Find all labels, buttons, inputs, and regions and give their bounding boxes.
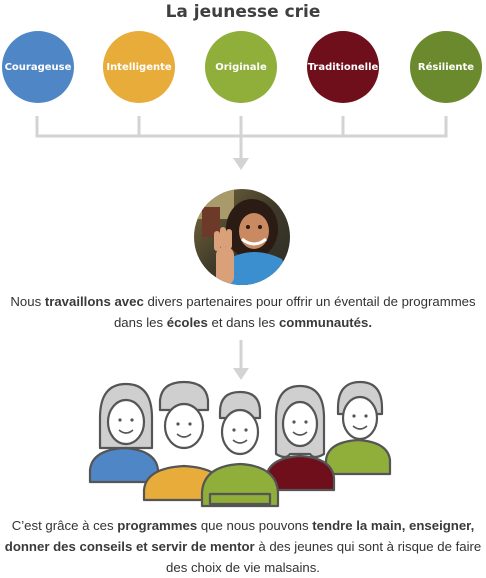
connector-bracket (35, 116, 448, 170)
para1-text: et dans les (207, 315, 279, 330)
para1-bold: communautés. (278, 315, 373, 330)
programs-paragraph: C’est grâce à ces programmes que nous po… (0, 515, 486, 578)
group-of-people-icon (88, 380, 392, 508)
para2-bold: tendre la main, enseigner, donner des co… (4, 518, 475, 554)
partners-paragraph: Nous travaillons avec divers partenaires… (0, 291, 486, 333)
trait-label: Originale (215, 61, 267, 73)
para1-text: divers partenaires pour offrir un éventa… (113, 294, 476, 330)
photo-girl-waving (194, 189, 290, 285)
para1-bold: écoles (166, 315, 208, 330)
trait-label: Courageuse (4, 61, 72, 73)
trait-circle-intelligente: Intelligente (103, 31, 175, 103)
para1-bold: travaillons avec (44, 294, 144, 309)
trait-circle-originale: Originale (205, 31, 277, 103)
para1-text: Nous (10, 294, 45, 309)
trait-circle-resiliente: Résiliente (410, 31, 482, 103)
diagram-title: La jeunesse crie (165, 2, 321, 22)
para2-text: à des jeunes qui sont à risque de faire … (166, 539, 482, 575)
arrow-down-icon (233, 368, 249, 380)
connector-arrow (233, 340, 249, 380)
trait-circle-traditionelle: Traditionelle (307, 31, 379, 103)
arrow-down-icon (233, 158, 249, 170)
trait-label: Traditionelle (307, 61, 379, 73)
para2-text: que nous pouvons (197, 518, 313, 533)
para2-text: C’est grâce à ces (11, 518, 118, 533)
para2-bold: programmes (117, 518, 198, 533)
trait-label: Résiliente (417, 61, 475, 73)
trait-circle-courageuse: Courageuse (2, 31, 74, 103)
trait-label: Intelligente (106, 61, 172, 73)
